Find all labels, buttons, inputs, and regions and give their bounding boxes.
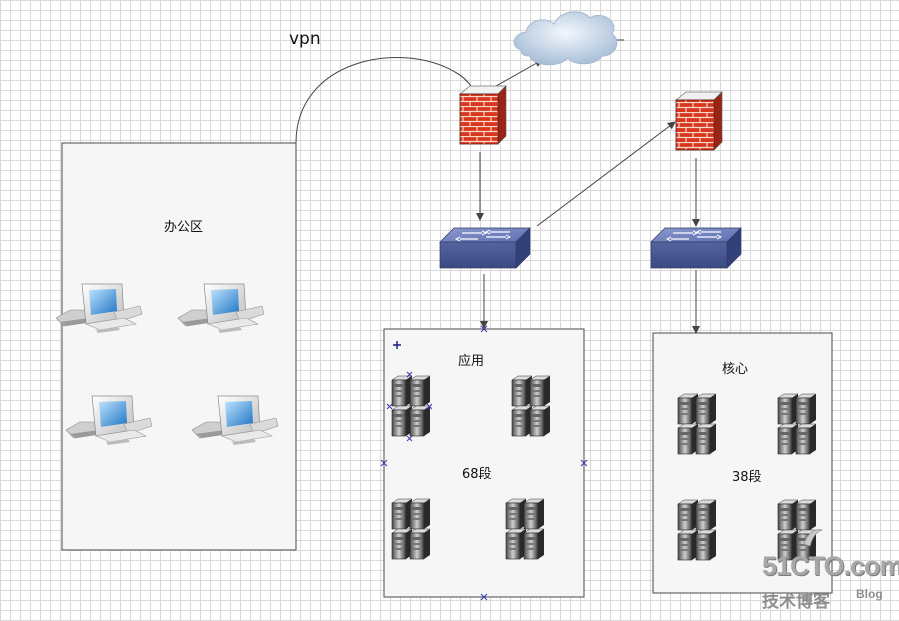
app-zone-subnet: 68段 [462,467,492,482]
selection-handles[interactable] [380,325,588,601]
server-icon [778,394,816,454]
cloud-icon [513,11,618,66]
watermark-tagline: 技术博客 [762,592,830,612]
vpn-connector [295,57,484,144]
office-zone-box [61,142,297,551]
server-icon [392,499,430,559]
server-selection-handles[interactable] [386,371,433,442]
server-icon [506,499,544,559]
watermark-logo-icon [803,529,824,547]
core-zone-subnet: 38段 [732,470,762,485]
office-zone-label: 办公区 [164,220,204,235]
server-icon [678,394,716,454]
connectors [295,39,700,334]
firewall-icon [459,85,507,145]
vpn-label: vpn [289,29,321,49]
switch-icon [439,227,531,269]
app-zone-title: 应用 [458,354,485,369]
watermark-blog: Blog [856,587,883,601]
server-icon [392,376,430,436]
server-icon [512,376,550,436]
core-zone-title: 核心 [722,362,749,377]
switch-icon [650,227,742,269]
switch-to-core-firewall-connector [536,121,676,227]
watermark-site: 51CTO.com [762,551,899,581]
server-icon [678,500,716,560]
firewall-icon [675,91,723,151]
